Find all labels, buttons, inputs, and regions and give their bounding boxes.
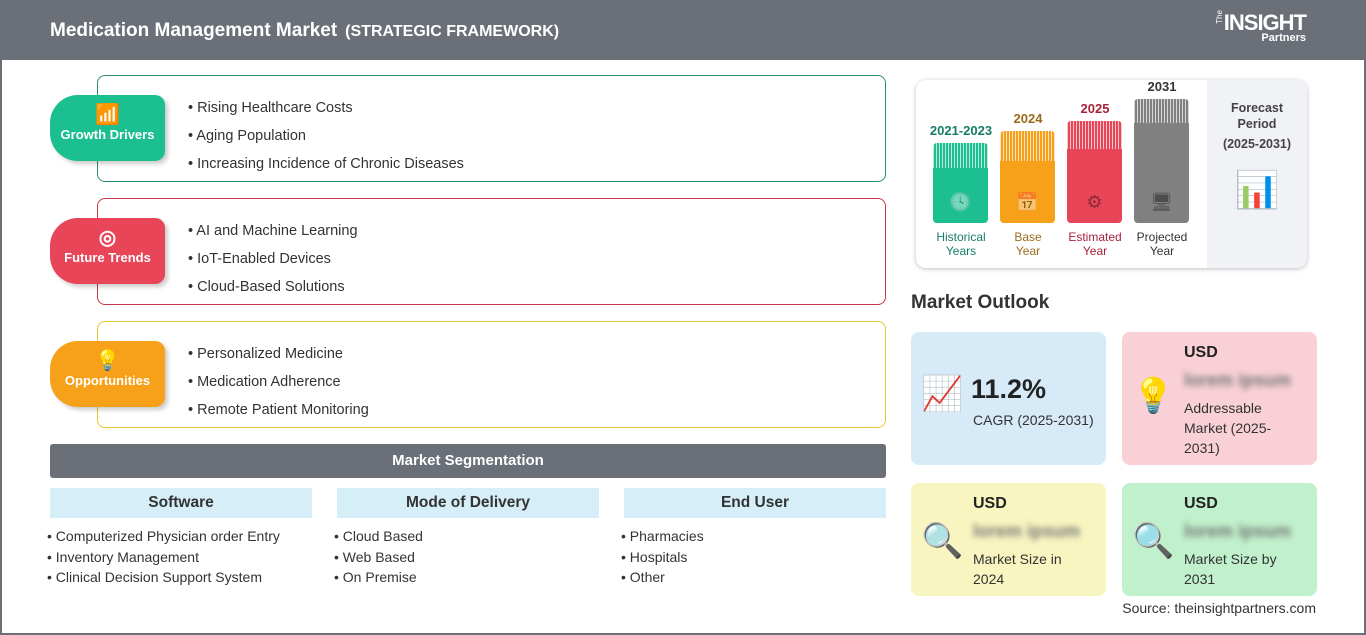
framework-box: • Rising Healthcare Costs • Aging Populat… xyxy=(97,75,886,182)
framework-box: • Personalized Medicine • Medication Adhe… xyxy=(97,321,886,428)
framework-item: • Personalized Medicine xyxy=(188,346,343,362)
period-icon: ⚙ xyxy=(1086,192,1103,212)
framework-item: • Remote Patient Monitoring xyxy=(188,402,369,418)
growth-chart-icon: 📈 xyxy=(921,375,964,413)
magnifier-chart-icon: 🔍 xyxy=(1132,522,1175,560)
framework-box: • AI and Machine Learning • IoT-Enabled D… xyxy=(97,198,886,305)
lightbulb-dollar-icon: 💡 xyxy=(1132,377,1175,415)
badge-label: Opportunities xyxy=(64,373,151,388)
segment-item: • Cloud Based xyxy=(334,528,423,544)
segment-item: • Clinical Decision Support System xyxy=(47,569,262,585)
content-frame xyxy=(0,60,1366,635)
period-icon: 🕓 xyxy=(949,192,972,212)
segment-item: • Pharmacies xyxy=(621,528,704,544)
segment-item: • Computerized Physician order Entry xyxy=(47,528,280,544)
segment-header: Software xyxy=(50,488,312,518)
framework-badge: 📶Growth Drivers xyxy=(50,95,165,161)
page-subtitle: (STRATEGIC FRAMEWORK) xyxy=(345,23,560,40)
timeline-bar: 📅 xyxy=(1000,131,1055,223)
framework-item: • Increasing Incidence of Chronic Diseas… xyxy=(188,156,464,172)
period-year: 2031 xyxy=(1147,80,1177,94)
segment-item: • On Premise xyxy=(334,569,417,585)
analytics-illustration-icon: 📊 xyxy=(1234,169,1280,210)
framework-item: • Rising Healthcare Costs xyxy=(188,100,353,116)
badge-label: Growth Drivers xyxy=(60,127,155,142)
segment-item: • Hospitals xyxy=(621,548,688,565)
period-icon: 📅 xyxy=(1016,192,1039,212)
timeline-bar: ⚙ xyxy=(1067,121,1122,223)
segmentation-title: Market Segmentation xyxy=(50,444,886,478)
segment-item: • Other xyxy=(621,569,665,585)
framework-item: • Cloud-Based Solutions xyxy=(188,279,345,295)
addressable-market-card: 💡 USD lorem ipsum Addressable Market (20… xyxy=(1122,332,1317,465)
timeline-bar: 🖥 xyxy=(1134,99,1189,223)
market-size-2031-card: 🔍 USD lorem ipsum Market Size by 2031 xyxy=(1122,483,1317,596)
timeline-bar: 🕓 xyxy=(933,143,988,223)
lightbulb-hand-icon: 💡 xyxy=(95,350,120,372)
page-title: Medication Management Market(STRATEGIC F… xyxy=(50,20,560,41)
period-year: 2021-2023 xyxy=(929,123,993,138)
source-text: Source: theinsightpartners.com xyxy=(1122,600,1316,616)
framework-item: • Medication Adherence xyxy=(188,374,341,390)
target-icon: ◎ xyxy=(98,227,117,249)
framework-badge: 💡Opportunities xyxy=(50,341,165,407)
chart-growth-icon: 📶 xyxy=(95,104,120,126)
magnifier-chart-icon: 🔍 xyxy=(921,522,964,560)
framework-badge: ◎Future Trends xyxy=(50,218,165,284)
segment-item: • Web Based xyxy=(334,548,415,565)
market-outlook-title: Market Outlook xyxy=(911,292,1050,313)
period-year: 2024 xyxy=(1013,111,1043,126)
cagr-card: 📈 11.2% CAGR (2025-2031) xyxy=(911,332,1106,465)
segment-header: Mode of Delivery xyxy=(337,488,599,518)
header: Medication Management Market(STRATEGIC F… xyxy=(0,0,1366,60)
badge-label: Future Trends xyxy=(64,250,151,265)
market-size-2024-card: 🔍 USD lorem ipsum Market Size in 2024 xyxy=(911,483,1106,596)
framework-item: • Aging Population xyxy=(188,128,306,144)
segment-header: End User xyxy=(624,488,886,518)
framework-item: • IoT-Enabled Devices xyxy=(188,251,331,267)
framework-item: • AI and Machine Learning xyxy=(188,223,358,239)
period-icon: 🖥 xyxy=(1150,192,1173,212)
segment-item: • Inventory Management xyxy=(47,548,199,565)
period-year: 2025 xyxy=(1080,101,1110,116)
